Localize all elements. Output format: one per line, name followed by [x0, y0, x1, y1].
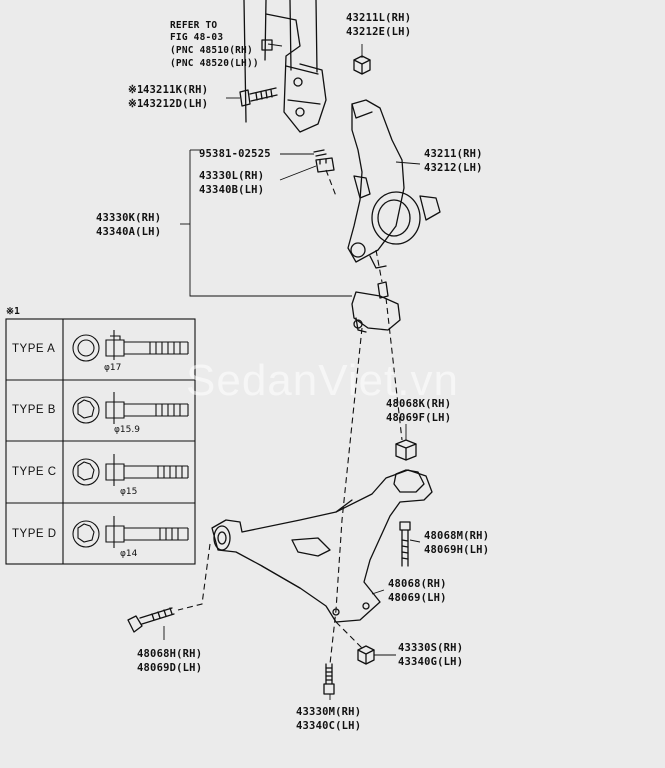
type-b-diameter: φ15.9	[114, 425, 140, 435]
callout-ball-joint-rh[interactable]: 43330K(RH)	[96, 212, 162, 224]
leader-lines	[163, 43, 421, 700]
front-bolt	[127, 607, 175, 633]
callout-bushing-nut-lh[interactable]: 48069F(LH)	[386, 412, 452, 424]
callout-rear-bolt-lh[interactable]: 48069H(LH)	[424, 544, 490, 556]
refer-note-line-2: FIG 48-03	[170, 32, 224, 43]
refer-note-line-1: REFER TO	[170, 20, 218, 31]
refer-note-line-3: (PNC 48510(RH)	[170, 45, 253, 56]
dashed-lines	[177, 169, 403, 665]
callout-knuckle-rh[interactable]: 43211(RH)	[424, 148, 483, 160]
lower-control-arm	[211, 469, 433, 623]
callout-left-bolt-mark-2: ※1	[128, 98, 144, 110]
cotter-pin	[313, 149, 327, 157]
rear-bolt	[399, 521, 411, 567]
type-c-diameter: φ15	[120, 487, 138, 497]
callout-castle-nut-lh[interactable]: 43340B(LH)	[199, 184, 265, 196]
ball-joint	[351, 281, 401, 333]
callout-bj-nut-lh[interactable]: 43340G(LH)	[398, 656, 464, 668]
type-a-label: TYPE A	[12, 343, 56, 355]
callout-ball-joint-lh[interactable]: 43340A(LH)	[96, 226, 162, 238]
callout-left-bolt-mark: ※1	[128, 84, 144, 96]
type-d-diameter: φ14	[120, 549, 138, 559]
steering-knuckle	[347, 99, 441, 269]
watermark: SedanViet.vn	[186, 356, 459, 405]
callout-left-bolt-lh[interactable]: 43212D(LH)	[143, 98, 209, 110]
callout-left-bolt-rh[interactable]: 43211K(RH)	[143, 84, 209, 96]
castle-nut	[315, 157, 335, 173]
callout-top-nut-rh[interactable]: 43211L(RH)	[346, 12, 412, 24]
bj-bolt	[323, 663, 335, 695]
left-bolt	[239, 87, 278, 107]
callout-bj-bolt-lh[interactable]: 43340C(LH)	[296, 720, 362, 732]
type-a-diameter: φ17	[104, 363, 122, 373]
callout-arm-rh[interactable]: 48068(RH)	[388, 578, 447, 590]
callout-bushing-nut-rh[interactable]: 48068K(RH)	[386, 398, 452, 410]
strut-assembly	[243, 0, 327, 133]
callout-bj-nut-rh[interactable]: 43330S(RH)	[398, 642, 464, 654]
type-c-label: TYPE C	[12, 466, 57, 478]
hub-bolt-type-c	[72, 454, 189, 486]
bj-nut	[357, 645, 375, 665]
callout-arm-lh[interactable]: 48069(LH)	[388, 592, 447, 604]
type-b-label: TYPE B	[12, 404, 56, 416]
callout-castle-nut-rh[interactable]: 43330L(RH)	[199, 170, 265, 182]
top-nut	[353, 55, 371, 75]
callout-front-bolt-rh[interactable]: 48068H(RH)	[137, 648, 203, 660]
callout-cotter-pin[interactable]: 95381-02525	[199, 148, 271, 160]
callout-front-bolt-lh[interactable]: 48069D(LH)	[137, 662, 203, 674]
callout-rear-bolt-rh[interactable]: 48068M(RH)	[424, 530, 490, 542]
type-table-marker: ※1	[6, 306, 21, 317]
hub-bolt-drawings	[72, 330, 189, 548]
callout-bj-bolt-rh[interactable]: 43330M(RH)	[296, 706, 362, 718]
refer-note-line-4: (PNC 48520(LH))	[170, 58, 259, 69]
callout-top-nut-lh[interactable]: 43212E(LH)	[346, 26, 412, 38]
hub-bolt-type-a	[72, 330, 189, 362]
type-d-label: TYPE D	[12, 528, 57, 540]
hub-bolt-type-d	[72, 516, 189, 548]
bushing-nut	[395, 439, 417, 461]
type-table	[5, 318, 196, 565]
callout-knuckle-lh[interactable]: 43212(LH)	[424, 162, 483, 174]
hub-bolt-type-b	[72, 392, 189, 424]
